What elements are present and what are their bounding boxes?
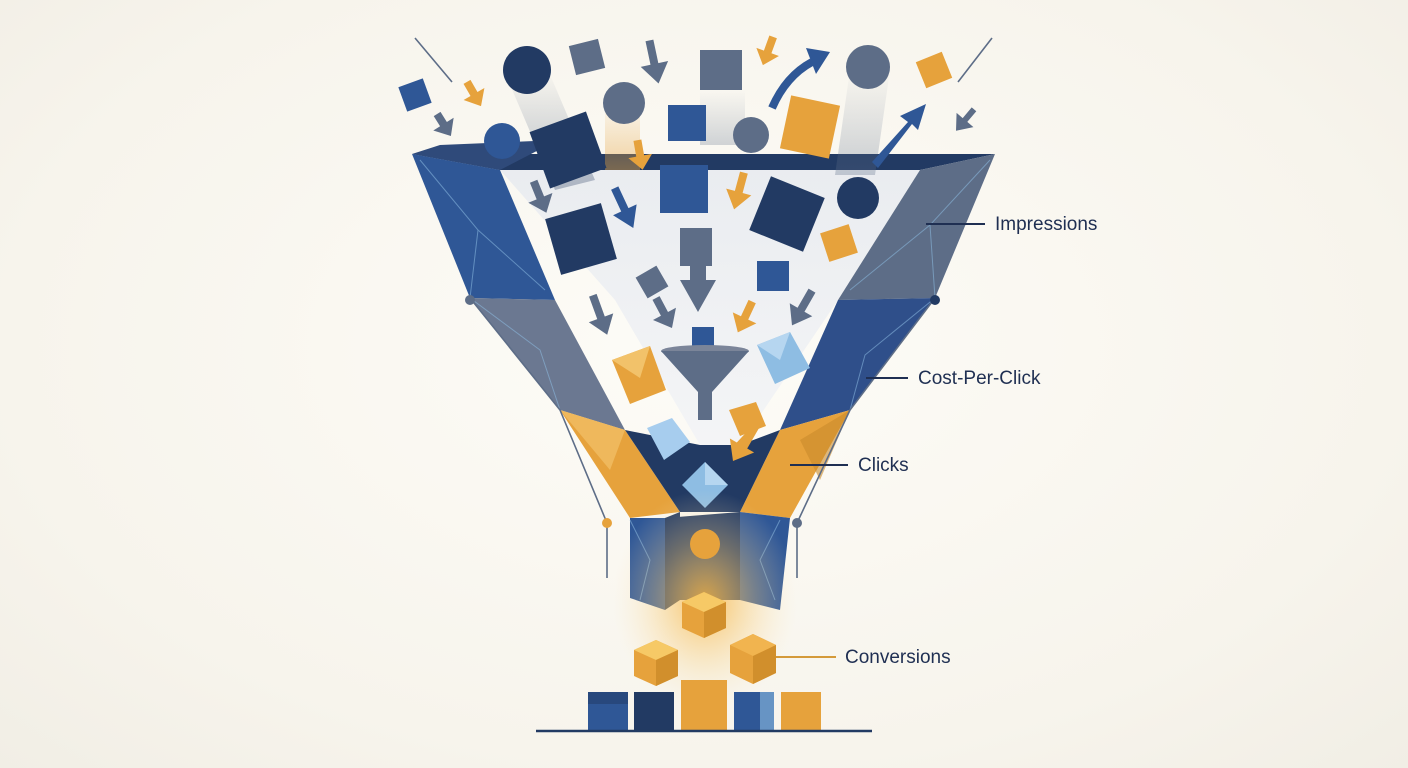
label-clicks: Clicks [858, 455, 909, 476]
square-icon [915, 51, 953, 89]
square-icon [660, 165, 708, 213]
cube-icon [730, 634, 776, 684]
arrow-down-icon [528, 179, 553, 213]
connector-node [602, 518, 612, 528]
connector-node [792, 518, 802, 528]
sky-diamond-icon [647, 418, 690, 460]
square-icon [568, 38, 606, 76]
arrow-down-icon [956, 107, 977, 131]
circle-icon [484, 123, 520, 159]
arrow-down-icon [789, 288, 816, 326]
connector-node [930, 295, 940, 305]
conversion-blocks [536, 680, 872, 733]
square-icon [692, 327, 714, 347]
arrow-up-icon [768, 58, 815, 110]
circle-icon [690, 529, 720, 559]
square-icon [398, 78, 432, 112]
gold-diamond-icon [729, 402, 766, 436]
circle-icon [733, 117, 769, 153]
block-icon [634, 692, 674, 730]
square-icon [700, 50, 742, 90]
connector-node [465, 295, 475, 305]
square-icon [529, 111, 607, 189]
funnel-wireframe [414, 37, 993, 578]
stage-labels: Impressions Cost-Per-Click Clicks Conver… [776, 214, 1097, 668]
square-icon [749, 176, 825, 252]
square-icon [820, 224, 858, 262]
arrow-down-icon [463, 79, 485, 107]
arrow-down-icon [628, 139, 652, 170]
block-icon [681, 680, 727, 730]
arrow-down-icon [680, 228, 716, 312]
arrow-down-icon [732, 299, 757, 333]
square-icon [635, 265, 669, 299]
square-icon [757, 261, 789, 291]
square-icon [668, 105, 706, 141]
cube-icon [682, 592, 726, 638]
square-icon [545, 203, 617, 275]
funnel-panel-left-top [412, 154, 555, 300]
circle-icon [846, 45, 890, 89]
circle-icon [603, 82, 645, 124]
label-impressions: Impressions [995, 214, 1097, 235]
arrow-up-icon [872, 104, 926, 168]
arrow-down-icon [588, 293, 614, 335]
arrow-down-icon [756, 35, 779, 66]
label-cost-per-click: Cost-Per-Click [918, 368, 1041, 389]
falling-shapes [398, 35, 977, 508]
circle-icon [503, 46, 551, 94]
label-conversions: Conversions [845, 647, 951, 668]
circle-icon [837, 177, 879, 219]
cube-icon [634, 640, 678, 686]
arrow-down-icon [433, 111, 454, 137]
arrow-down-icon [729, 422, 761, 462]
arrow-down-icon [652, 296, 676, 329]
funnel-panel-right-middle [780, 298, 935, 430]
block-icon [781, 692, 821, 730]
arrow-down-icon [611, 186, 637, 228]
arrow-down-icon [726, 171, 752, 210]
funnel-panel-right-top [838, 154, 995, 300]
square-icon [779, 95, 841, 159]
arrow-down-icon [640, 39, 669, 84]
mini-funnel-icon [661, 345, 749, 420]
funnel-panel-left-middle [470, 298, 625, 430]
